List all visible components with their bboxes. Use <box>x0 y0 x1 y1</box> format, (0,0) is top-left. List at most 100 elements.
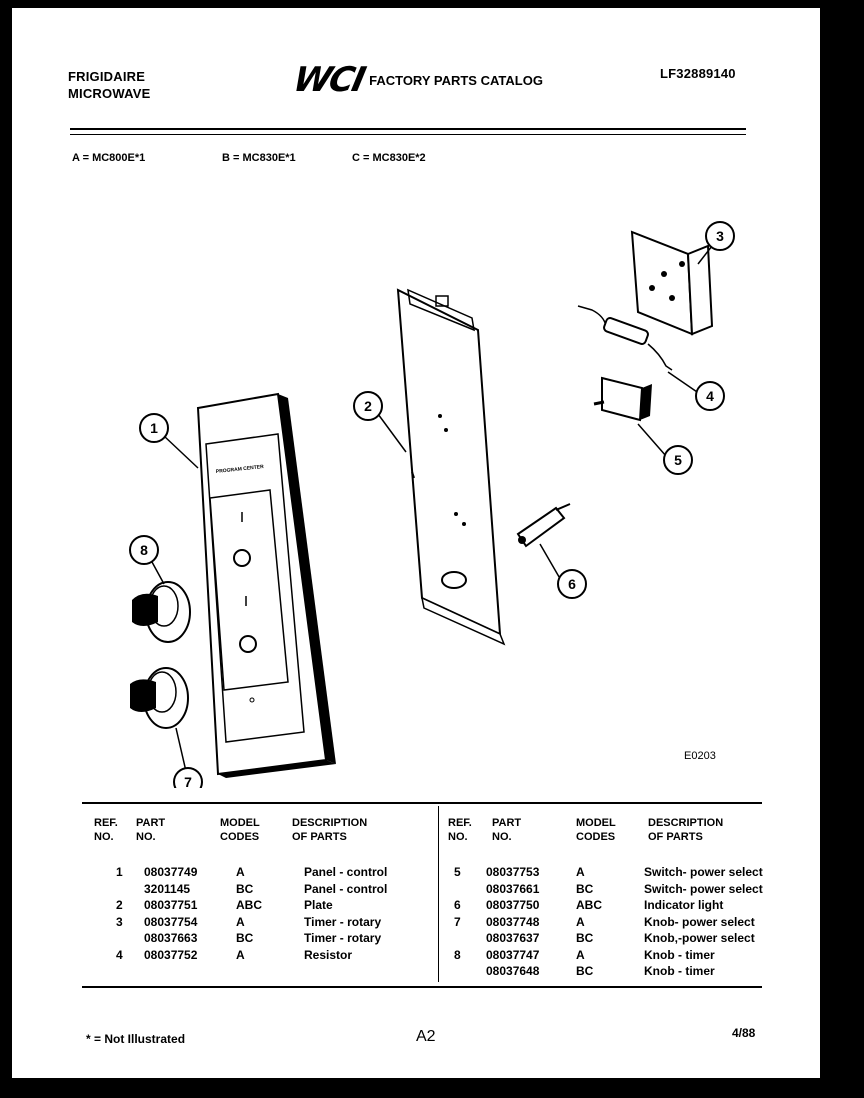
cell-codes: BC <box>576 881 594 896</box>
cell-ref: 3 <box>116 914 123 929</box>
cell-codes: A <box>236 914 245 929</box>
table-row: 7 08037748 A Knob- power select <box>82 914 762 930</box>
wci-logo: WCI <box>289 60 368 100</box>
callout-4: 4 <box>695 381 725 411</box>
callout-1: 1 <box>139 413 169 443</box>
cell-codes: A <box>236 947 245 962</box>
catalog-page: FRIGIDAIRE MICROWAVE WCI FACTORY PARTS C… <box>12 8 820 1078</box>
cell-ref: 7 <box>454 914 461 929</box>
parts-table: REF. NO. PART NO. MODEL CODES DESCRIPTIO… <box>82 788 772 988</box>
table-row: 08037648 BC Knob - timer <box>82 963 762 979</box>
header-part-no: PART NO. <box>136 817 166 843</box>
table-row: 4 08037752 A Resistor <box>82 947 762 963</box>
power-switch-part <box>593 376 652 422</box>
timer-knob-part <box>132 581 191 643</box>
cell-codes: BC <box>576 964 594 978</box>
resistor-part <box>577 305 673 371</box>
cell-ref: 1 <box>116 865 123 879</box>
rotary-timer-part <box>630 230 714 336</box>
cell-ref: 6 <box>454 898 461 912</box>
cell-codes: BC <box>236 931 254 945</box>
cell-desc: Switch- power select <box>644 865 763 879</box>
catalog-title: FACTORY PARTS CATALOG <box>369 72 543 88</box>
table-row: 1 08037749 A Panel - control <box>82 864 762 880</box>
table-row: 3 08037754 A Timer - rotary <box>82 914 762 930</box>
cell-desc: Knob - timer <box>644 947 715 962</box>
svg-text:5: 5 <box>674 452 682 468</box>
footnote: * = Not Illustrated <box>86 1032 186 1046</box>
svg-text:2: 2 <box>364 398 372 414</box>
mounting-plate-part <box>396 288 506 646</box>
page-edge <box>820 0 864 1098</box>
header-rule-top <box>70 128 746 130</box>
brand-name: FRIGIDAIRE <box>68 69 146 84</box>
table-rule-bottom <box>82 986 762 988</box>
cell-part: 08037749 <box>144 865 198 879</box>
table-column-separator <box>438 806 439 982</box>
control-panel-part: PROGRAM CENTER <box>196 392 336 778</box>
brand-block: FRIGIDAIRE MICROWAVE <box>68 68 150 102</box>
cell-ref: 5 <box>454 865 461 879</box>
cell-codes: A <box>236 865 245 879</box>
header-description-right: DESCRIPTION OF PARTS <box>648 817 724 843</box>
cell-codes: ABC <box>236 898 262 912</box>
product-type: MICROWAVE <box>68 86 151 101</box>
cell-part: 08037753 <box>486 865 540 879</box>
table-rule-top <box>82 802 762 804</box>
model-c: C = MC830E*2 <box>352 152 426 164</box>
callout-8: 8 <box>129 535 159 565</box>
cell-codes: BC <box>576 931 594 945</box>
cell-part: 08037752 <box>144 947 198 962</box>
cell-part: 08037648 <box>486 964 540 978</box>
cell-ref: 4 <box>116 947 123 962</box>
cell-part: 08037661 <box>486 881 540 896</box>
diagram-code: E0203 <box>684 750 716 762</box>
svg-text:6: 6 <box>568 576 576 592</box>
page-number: A2 <box>416 1028 436 1045</box>
header-description: DESCRIPTION OF PARTS <box>292 817 368 843</box>
leader-lines <box>151 245 713 781</box>
cell-part: 08037637 <box>486 931 540 945</box>
indicator-light-part <box>516 503 571 548</box>
cell-ref: 2 <box>116 898 123 912</box>
header-part-no-right: PART NO. <box>492 817 522 843</box>
table-row: 5 08037753 A Switch- power select <box>82 864 763 880</box>
svg-text:7: 7 <box>184 774 192 788</box>
cell-part: 08037751 <box>144 898 198 912</box>
model-a: A = MC800E*1 <box>72 152 146 164</box>
cell-desc: Timer - rotary <box>304 914 382 929</box>
cell-desc: Resistor <box>304 947 353 962</box>
catalog-header: WCI FACTORY PARTS CATALOG <box>290 60 543 100</box>
callout-3: 3 <box>705 221 735 251</box>
table-row: 08037661 BC Switch- power select <box>82 881 763 897</box>
cell-part: 08037748 <box>486 914 540 929</box>
cell-desc: Indicator light <box>644 898 724 912</box>
header-rule-bottom <box>70 134 746 135</box>
cell-desc: Switch- power select <box>644 881 763 896</box>
cell-part: 08037754 <box>144 914 198 929</box>
cell-desc: Knob- power select <box>644 914 755 929</box>
cell-desc: Plate <box>304 898 333 912</box>
revision-date: 4/88 <box>732 1026 756 1040</box>
svg-text:4: 4 <box>706 388 714 404</box>
callout-2: 2 <box>353 391 383 421</box>
table-row: 08037663 BC Timer - rotary <box>82 930 762 946</box>
cell-desc: Knob - timer <box>644 964 715 978</box>
callout-5: 5 <box>663 445 693 475</box>
cell-codes: A <box>576 947 585 962</box>
cell-codes: BC <box>236 881 254 896</box>
cell-codes: A <box>576 914 585 929</box>
panel-label: PROGRAM CENTER <box>216 464 265 475</box>
table-row: 2 08037751 ABC Plate <box>82 897 762 913</box>
cell-desc: Timer - rotary <box>304 931 382 945</box>
cell-part: 08037747 <box>486 947 540 962</box>
cell-codes: ABC <box>576 898 602 912</box>
cell-part: 08037663 <box>144 931 198 945</box>
cell-desc: Knob,-power select <box>644 931 755 945</box>
cell-part: 3201145 <box>144 881 191 896</box>
header-model-codes: MODEL CODES <box>220 817 260 843</box>
cell-desc: Panel - control <box>304 865 388 879</box>
